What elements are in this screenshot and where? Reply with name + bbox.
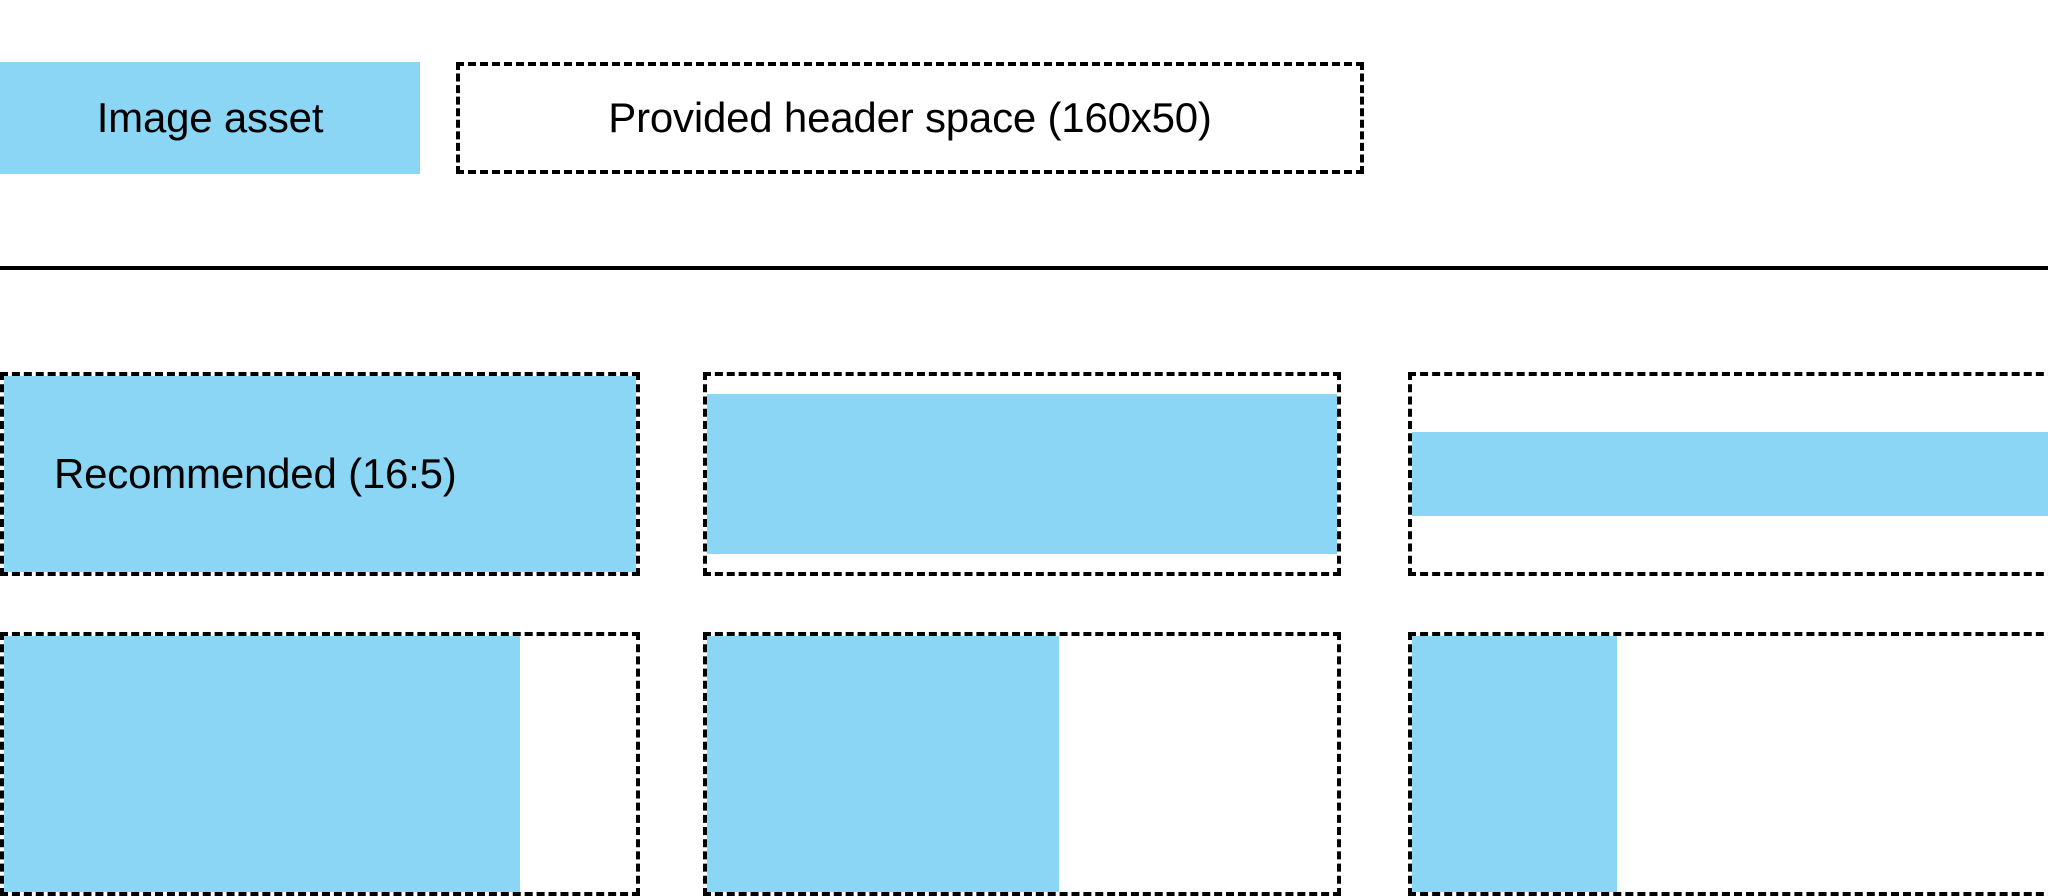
asset-fill-full	[4, 376, 636, 572]
asset-fill-pillarboxed-medium	[707, 636, 1059, 892]
provided-header-space-label: Provided header space (160x50)	[608, 94, 1212, 141]
ratio-row-wide-fit: Recommended (16:5)	[0, 372, 2048, 576]
ratio-row-tall-fit	[0, 632, 2048, 896]
ratio-cell-pillarboxed-wide	[0, 632, 640, 896]
ratio-cell-recommended-16-5: Recommended (16:5)	[0, 372, 640, 576]
asset-fill-letterboxed	[707, 394, 1337, 554]
asset-fill-pillarboxed-wide	[4, 636, 520, 892]
image-asset-label: Image asset	[96, 94, 324, 141]
ratio-cell-letterboxed-narrow	[1408, 372, 2048, 576]
section-divider	[0, 266, 2048, 270]
recommended-ratio-label: Recommended (16:5)	[54, 450, 457, 497]
asset-fill-pillarboxed-narrow	[1412, 636, 1617, 892]
ratio-grid: Recommended (16:5)	[0, 268, 2048, 896]
ratio-cell-letterboxed	[703, 372, 1341, 576]
asset-fill-letterboxed-narrow	[1412, 432, 2048, 516]
ratio-cell-pillarboxed-narrow	[1408, 632, 2048, 896]
image-asset-swatch: Image asset	[0, 62, 420, 174]
ratio-cell-pillarboxed-medium	[703, 632, 1341, 896]
provided-header-space-box: Provided header space (160x50)	[456, 62, 1364, 174]
header-section: Image asset Provided header space (160x5…	[0, 0, 2048, 270]
